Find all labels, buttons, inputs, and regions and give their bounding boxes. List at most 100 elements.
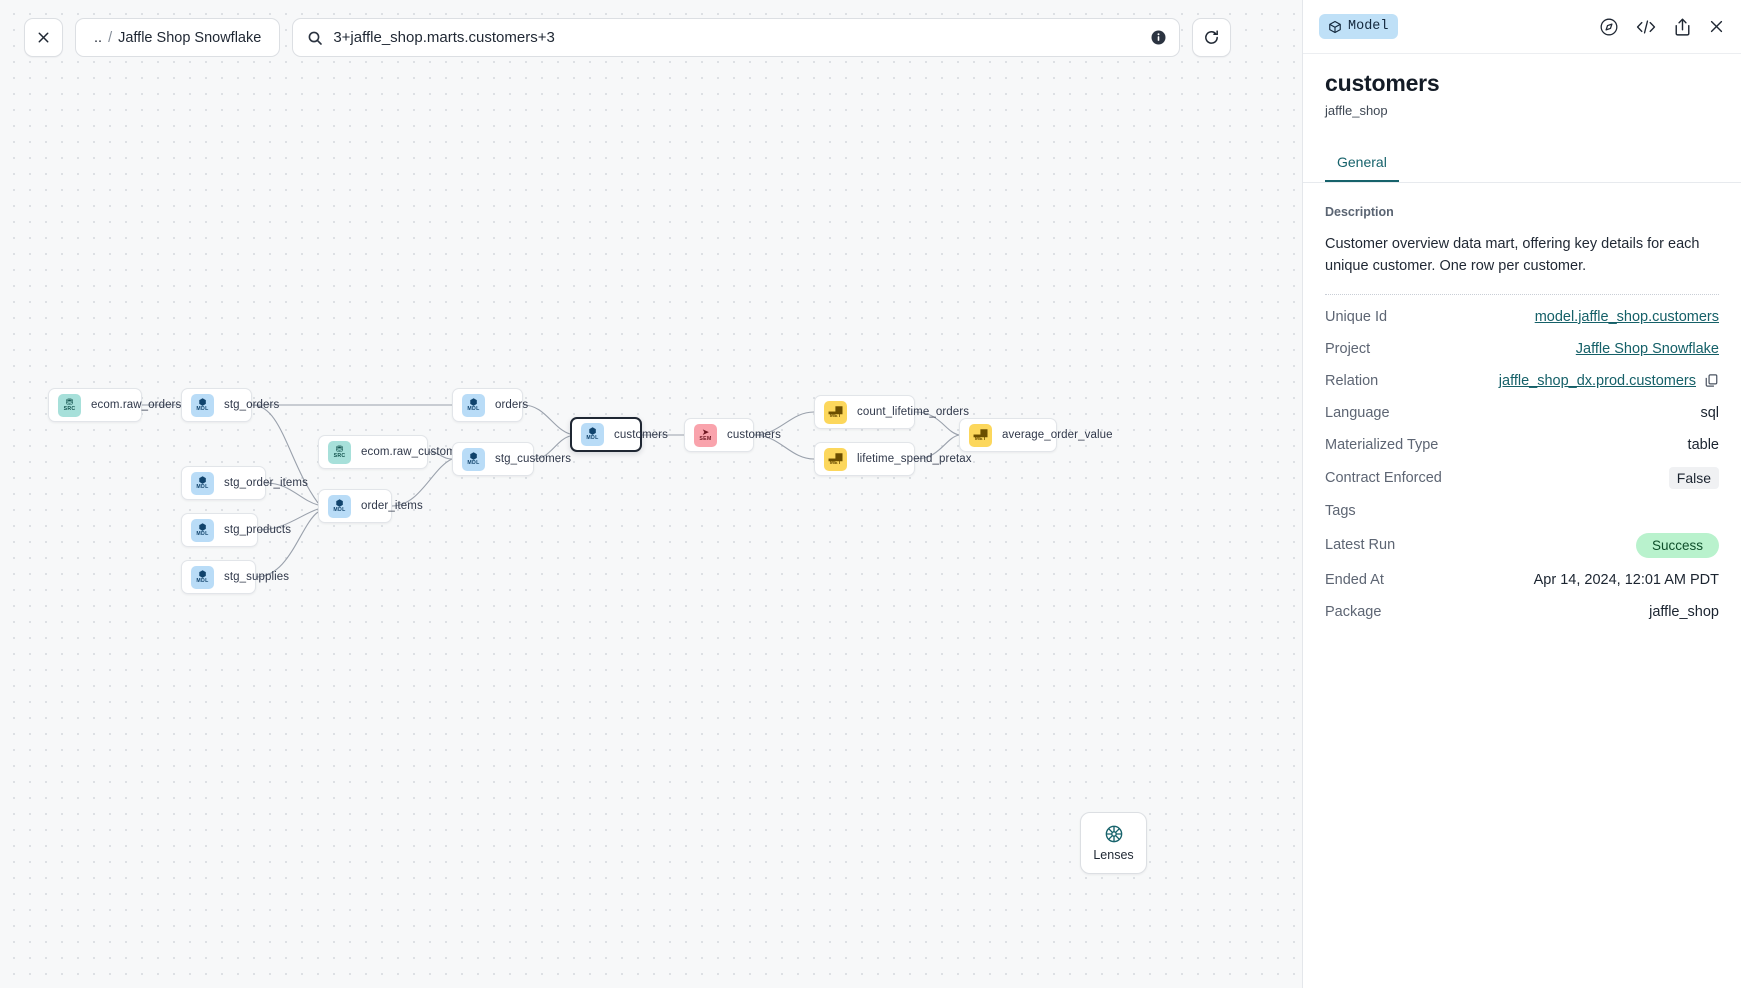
metadata-value: Apr 14, 2024, 12:01 AM PDT [1533,571,1719,588]
graph-node-stg_order_items[interactable]: ⬢MDL stg_order_items [181,466,308,500]
mdl-type-icon: ⬢MDL [191,518,214,542]
close-lineage-button[interactable] [24,18,63,57]
metadata-row: Materialized Type table [1325,429,1719,461]
lineage-search[interactable] [292,18,1181,57]
src-type-icon: ⛃SRC [328,440,351,464]
metadata-key: Unique Id [1325,308,1388,325]
lineage-edge [522,404,571,435]
mdl-type-icon: ⬢MDL [191,565,214,589]
metadata-link[interactable]: jaffle_shop_dx.prod.customers [1498,372,1696,389]
metadata-chip: False [1668,466,1719,489]
metadata-key: Materialized Type [1325,436,1439,453]
mdl-type-icon: ⬢MDL [462,393,485,417]
graph-node-label: customers [614,428,668,441]
panel-action-group [1599,17,1725,37]
mdl-type-icon: ⬢MDL [328,494,351,518]
graph-node-count_lifetime_orders[interactable]: ▂▆MET count_lifetime_orders [814,395,969,429]
graph-node-label: count_lifetime_orders [857,406,970,418]
graph-node-label: stg_order_items [224,477,308,489]
close-panel-icon[interactable] [1708,18,1725,35]
graph-node-customers_sem[interactable]: ➤SEM customers [684,418,781,452]
metadata-key: Relation [1325,372,1379,389]
graph-node-label: ecom.raw_customers [361,446,473,458]
graph-node-label: orders [495,399,529,411]
breadcrumb-project: Jaffle Shop Snowflake [118,29,262,46]
search-input[interactable] [333,29,1141,46]
page-subtitle: jaffle_shop [1325,103,1388,118]
graph-node-stg_orders[interactable]: ⬢MDL stg_orders [181,388,279,422]
graph-node-orders[interactable]: ⬢MDL orders [452,388,528,422]
search-icon [307,30,323,46]
graph-node-ecom_raw_customers[interactable]: ⛃SRC ecom.raw_customers [318,435,472,469]
graph-node-order_items[interactable]: ⬢MDL order_items [318,489,423,523]
share-icon[interactable] [1673,17,1692,37]
breadcrumb[interactable]: .. / Jaffle Shop Snowflake [75,18,281,57]
lineage-edge [255,511,319,578]
mdl-type-icon: ⬢MDL [462,447,485,471]
close-icon [36,30,51,45]
metadata-link[interactable]: model.jaffle_shop.customers [1534,308,1719,325]
divider [1325,293,1719,295]
breadcrumb-prefix: .. [94,29,103,46]
panel-body: Description Customer overview data mart,… [1303,183,1741,628]
metadata-row: Unique Id model.jaffle_shop.customers [1325,301,1719,333]
metadata-value: sql [1700,404,1719,421]
resource-type-badge[interactable]: Model [1319,14,1398,39]
met-type-icon: ▂▆MET [969,423,992,447]
metadata-value: jaffle_shop [1649,603,1719,620]
resource-type-label: Model [1348,19,1389,34]
metadata-value-group: jaffle_shop_dx.prod.customers [1499,373,1719,389]
cube-icon [1328,20,1342,34]
lenses-button[interactable]: Lenses [1080,812,1147,874]
graph-node-label: ecom.raw_orders [91,399,182,411]
metadata-row: Ended At Apr 14, 2024, 12:01 AM PDT [1325,564,1719,596]
metadata-key: Latest Run [1325,537,1396,554]
metadata-key: Contract Enforced [1325,469,1442,486]
copy-icon[interactable] [1704,373,1719,388]
metadata-key: Ended At [1325,571,1384,588]
description-text: Customer overview data mart, offering ke… [1325,236,1700,275]
metadata-row: Relation jaffle_shop_dx.prod.customers [1325,365,1719,397]
metadata-link[interactable]: Jaffle Shop Snowflake [1575,340,1719,357]
metadata-key: Project [1325,340,1371,357]
tab-general[interactable]: General [1325,146,1399,182]
aperture-icon [1104,824,1124,844]
graph-node-label: stg_products [224,524,292,536]
metadata-value: table [1687,436,1719,453]
graph-node-label: stg_supplies [224,571,290,583]
graph-node-label: order_items [361,500,423,512]
explore-icon[interactable] [1599,17,1619,37]
metadata-row: Tags [1325,495,1719,527]
met-type-icon: ▂▆MET [824,447,847,471]
metadata-key: Package [1325,603,1382,620]
graph-node-label: stg_orders [224,399,280,411]
mdl-type-icon: ⬢MDL [191,471,214,495]
panel-toolbar: Model [1303,0,1741,54]
graph-node-label: lifetime_spend_pretax [857,453,972,465]
graph-node-stg_products[interactable]: ⬢MDL stg_products [181,513,291,547]
metadata-row: Project Jaffle Shop Snowflake [1325,333,1719,365]
code-icon[interactable] [1635,17,1657,37]
met-type-icon: ▂▆MET [824,400,847,424]
lineage-canvas[interactable]: .. / Jaffle Shop Snowflake [0,0,1302,988]
mdl-type-icon: ⬢MDL [191,393,214,417]
refresh-button[interactable] [1192,18,1232,57]
sem-type-icon: ➤SEM [694,423,717,447]
info-icon[interactable] [1150,29,1167,46]
breadcrumb-separator: / [108,29,113,46]
graph-node-stg_supplies[interactable]: ⬢MDL stg_supplies [181,560,289,594]
metadata-row: Contract Enforced False [1325,461,1719,495]
panel-header: customers jaffle_shop [1303,54,1741,118]
refresh-icon [1203,29,1220,46]
lenses-label: Lenses [1093,848,1134,862]
graph-node-lifetime_spend_pretax[interactable]: ▂▆MET lifetime_spend_pretax [814,442,972,476]
graph-node-label: customers [727,429,781,441]
